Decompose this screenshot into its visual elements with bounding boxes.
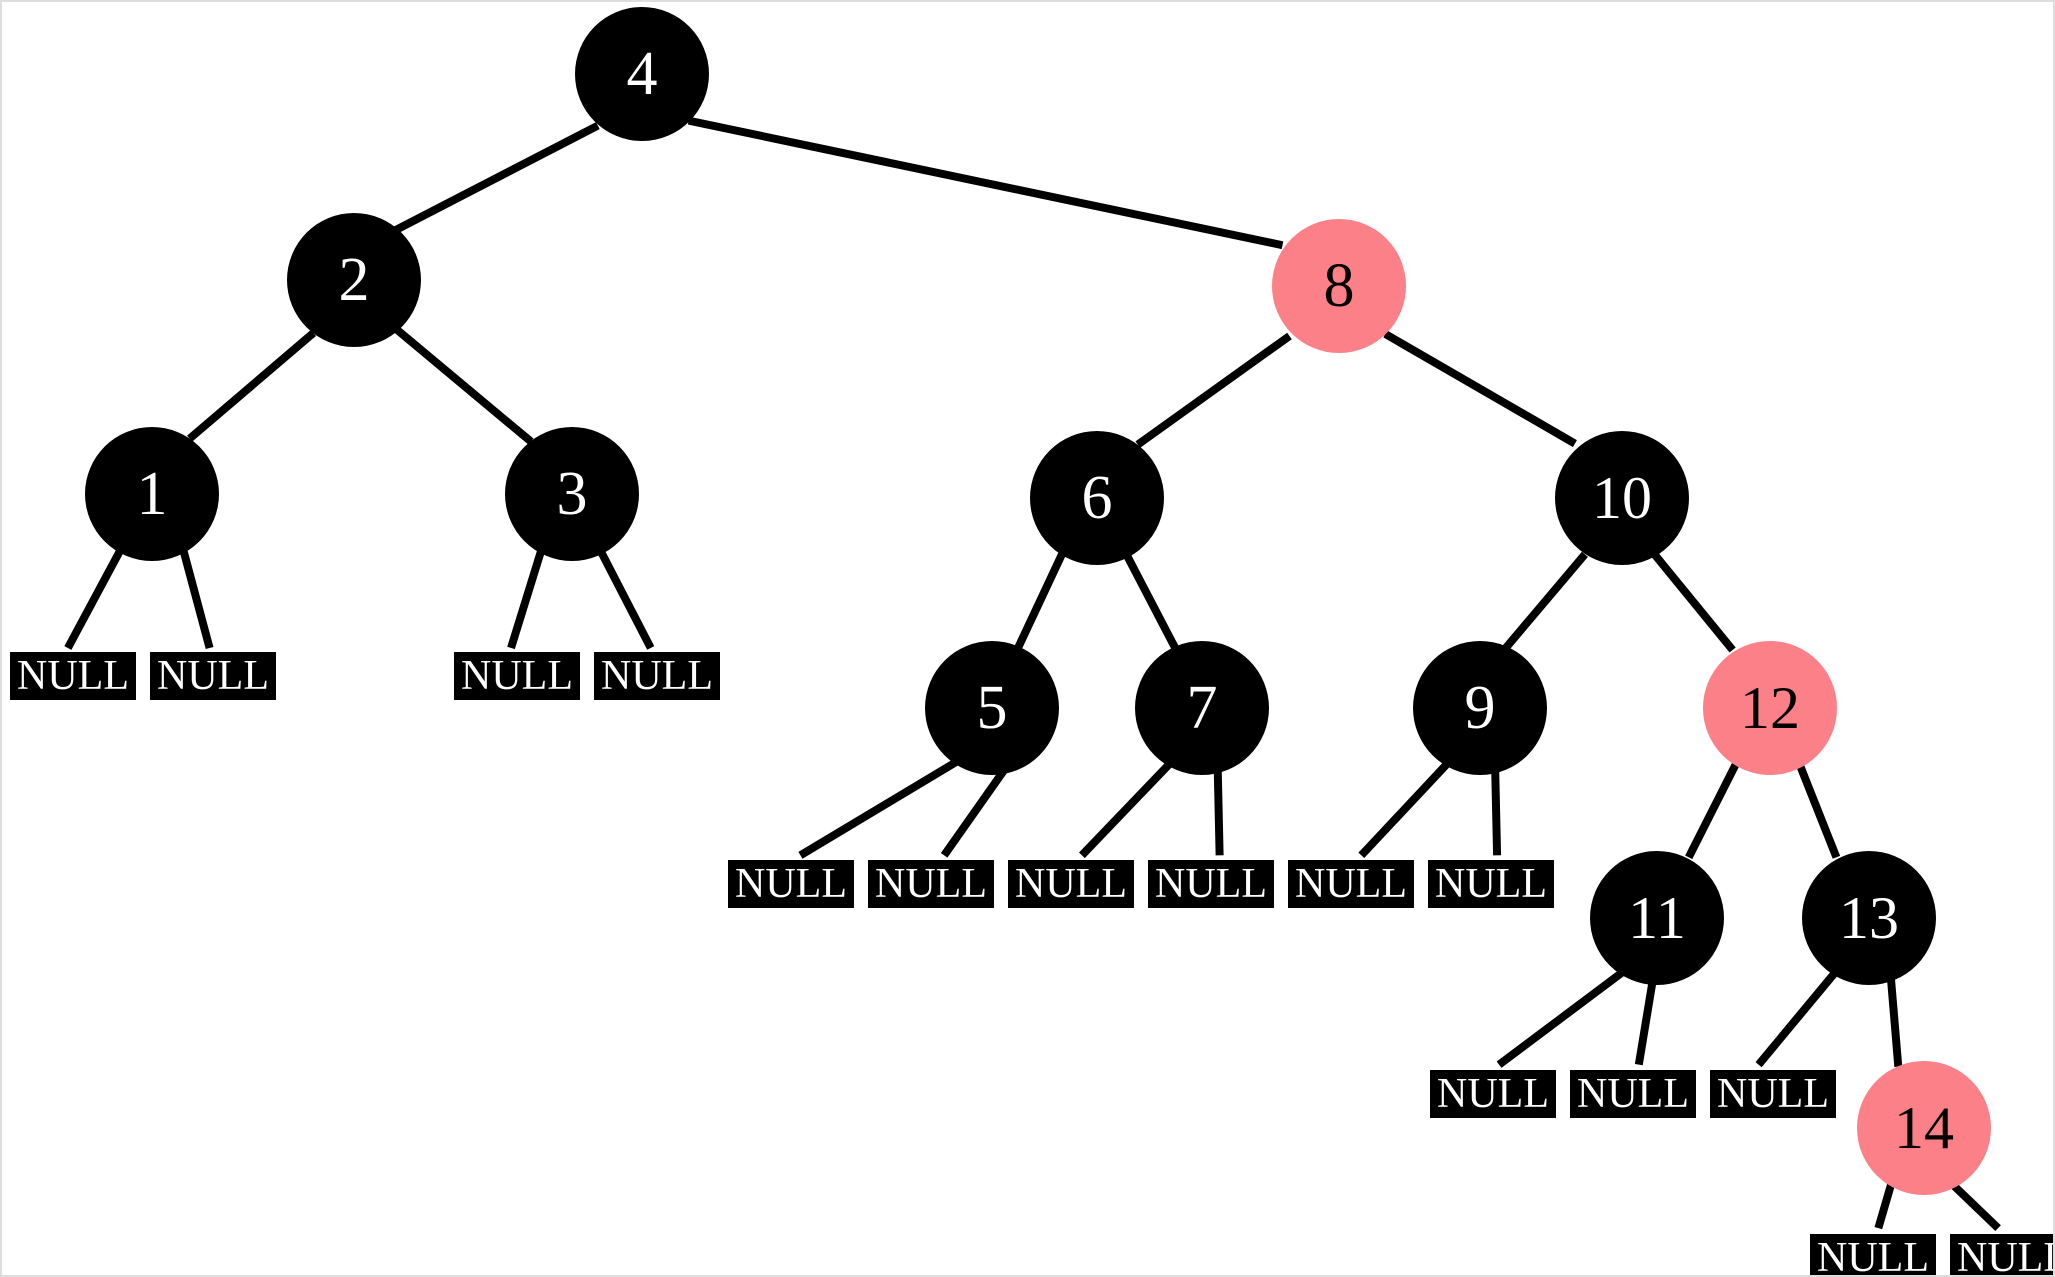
- tree-node-2[interactable]: 2: [287, 213, 421, 347]
- tree-edge: [1079, 758, 1175, 859]
- tree-edge: [1358, 758, 1453, 859]
- tree-node-6[interactable]: 6: [1030, 431, 1164, 565]
- tree-edge: [1874, 1179, 1897, 1230]
- tree-node-7[interactable]: 7: [1135, 641, 1269, 775]
- tree-edge: [1634, 973, 1658, 1066]
- tree-edge: [940, 762, 1012, 858]
- tree-node-1[interactable]: 1: [85, 427, 219, 561]
- tree-nil-leaf: NULL: [594, 652, 720, 700]
- tree-edge: [687, 116, 1284, 250]
- tree-edge: [507, 550, 545, 650]
- tree-edge: [179, 550, 214, 650]
- tree-edge: [1496, 968, 1626, 1068]
- tree-edge: [1383, 330, 1577, 448]
- tree-edge: [1135, 332, 1292, 448]
- tree-nil-leaf: NULL: [1288, 860, 1414, 908]
- tree-edge: [187, 329, 316, 442]
- tree-node-10[interactable]: 10: [1555, 431, 1689, 565]
- tree-edge: [798, 756, 963, 859]
- tree-nil-leaf: NULL: [1008, 860, 1134, 908]
- tree-edge: [391, 122, 600, 235]
- tree-edge: [1649, 549, 1736, 653]
- tree-edge: [1755, 968, 1840, 1068]
- tree-nil-leaf: NULL: [868, 860, 994, 908]
- tree-nil-leaf: NULL: [150, 652, 276, 700]
- tree-edge: [64, 549, 124, 650]
- tree-nil-leaf: NULL: [1148, 860, 1274, 908]
- tree-edge: [1685, 760, 1741, 860]
- tree-nil-leaf: NULL: [1710, 1070, 1836, 1118]
- tree-edge: [394, 326, 534, 445]
- tree-node-11[interactable]: 11: [1590, 851, 1724, 985]
- tree-edge: [1213, 764, 1224, 856]
- tree-node-3[interactable]: 3: [505, 427, 639, 561]
- tree-edge: [597, 549, 655, 650]
- tree-nil-leaf: NULL: [10, 652, 136, 700]
- tree-edge: [1122, 551, 1180, 651]
- tree-nil-leaf: NULL: [454, 652, 580, 700]
- tree-edge: [1886, 970, 1903, 1067]
- tree-nil-leaf: NULL: [1570, 1070, 1696, 1118]
- tree-node-4[interactable]: 4: [575, 7, 709, 141]
- tree-nil-leaf: NULL: [1428, 860, 1554, 908]
- tree-node-5[interactable]: 5: [925, 641, 1059, 775]
- tree-node-8[interactable]: 8: [1272, 219, 1406, 353]
- tree-node-14[interactable]: 14: [1857, 1061, 1991, 1195]
- tree-edge: [1501, 551, 1588, 653]
- tree-edge: [1945, 1177, 2001, 1232]
- tree-nil-leaf: NULL: [1950, 1234, 2053, 1275]
- tree-edge: [1794, 760, 1841, 859]
- tree-edge: [1014, 552, 1066, 650]
- tree-node-9[interactable]: 9: [1413, 641, 1547, 775]
- tree-nil-leaf: NULL: [728, 860, 854, 908]
- tree-edge: [1491, 764, 1502, 856]
- tree-nil-leaf: NULL: [1810, 1234, 1936, 1275]
- tree-node-12[interactable]: 12: [1703, 641, 1837, 775]
- tree-nil-leaf: NULL: [1430, 1070, 1556, 1118]
- tree-node-13[interactable]: 13: [1802, 851, 1936, 985]
